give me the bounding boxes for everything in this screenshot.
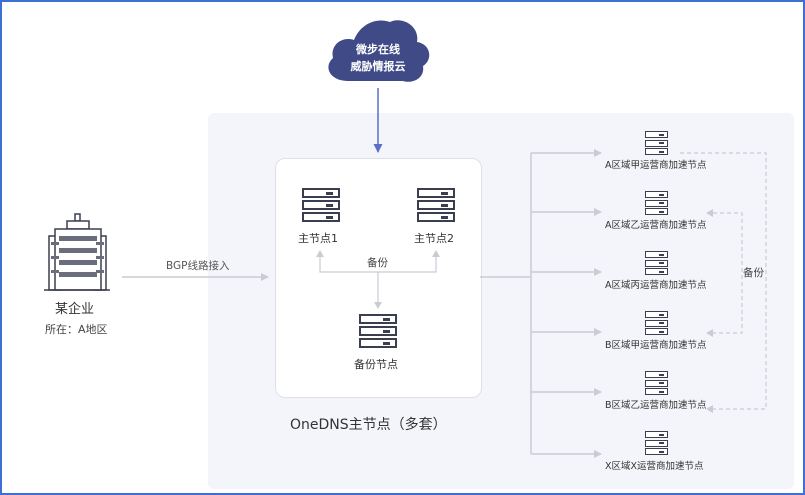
accel-node-5-server-icon xyxy=(645,371,668,397)
accel-backup-label: 备份 xyxy=(743,267,764,279)
accel-node-5-label: B区域乙运营商加速节点 xyxy=(605,400,707,411)
cloud-line-1: 微步在线 xyxy=(356,43,400,56)
main-backup-label: 备份 xyxy=(367,257,388,269)
building-icon xyxy=(44,213,110,291)
enterprise-location: 所在：A地区 xyxy=(45,323,108,336)
accel-node-3-server-icon xyxy=(645,251,668,277)
accel-node-6-server-icon xyxy=(645,431,668,457)
cloud-shape xyxy=(328,20,430,82)
accel-node-4-server-icon xyxy=(645,311,668,337)
enterprise-name: 某企业 xyxy=(55,302,95,317)
accel-node-2-label: A区域乙运营商加速节点 xyxy=(605,220,707,231)
accel-node-1-server-icon xyxy=(645,131,668,157)
accel-node-2-server-icon xyxy=(645,191,668,217)
main-node-1-label: 主节点1 xyxy=(298,232,338,245)
accel-node-6-label: X区域X运营商加速节点 xyxy=(605,461,704,472)
main-node-2-server-icon xyxy=(417,188,455,224)
main-node-2-label: 主节点2 xyxy=(414,232,454,245)
accel-node-3-label: A区域丙运营商加速节点 xyxy=(605,280,707,291)
cluster-caption: OneDNS主节点（多套） xyxy=(290,417,447,433)
bgp-link-label: BGP线路接入 xyxy=(166,260,230,272)
backup-node-server-icon xyxy=(359,314,397,350)
main-node-1-server-icon xyxy=(302,188,340,224)
threat-intel-cloud-label: 微步在线 威胁情报云 xyxy=(328,41,428,75)
cloud-line-2: 威胁情报云 xyxy=(350,60,406,73)
backup-node-label: 备份节点 xyxy=(354,358,398,371)
accel-node-4-label: B区域甲运营商加速节点 xyxy=(605,340,707,351)
accel-backup-brackets xyxy=(680,152,767,410)
accel-node-1-label: A区域甲运营商加速节点 xyxy=(605,160,707,171)
